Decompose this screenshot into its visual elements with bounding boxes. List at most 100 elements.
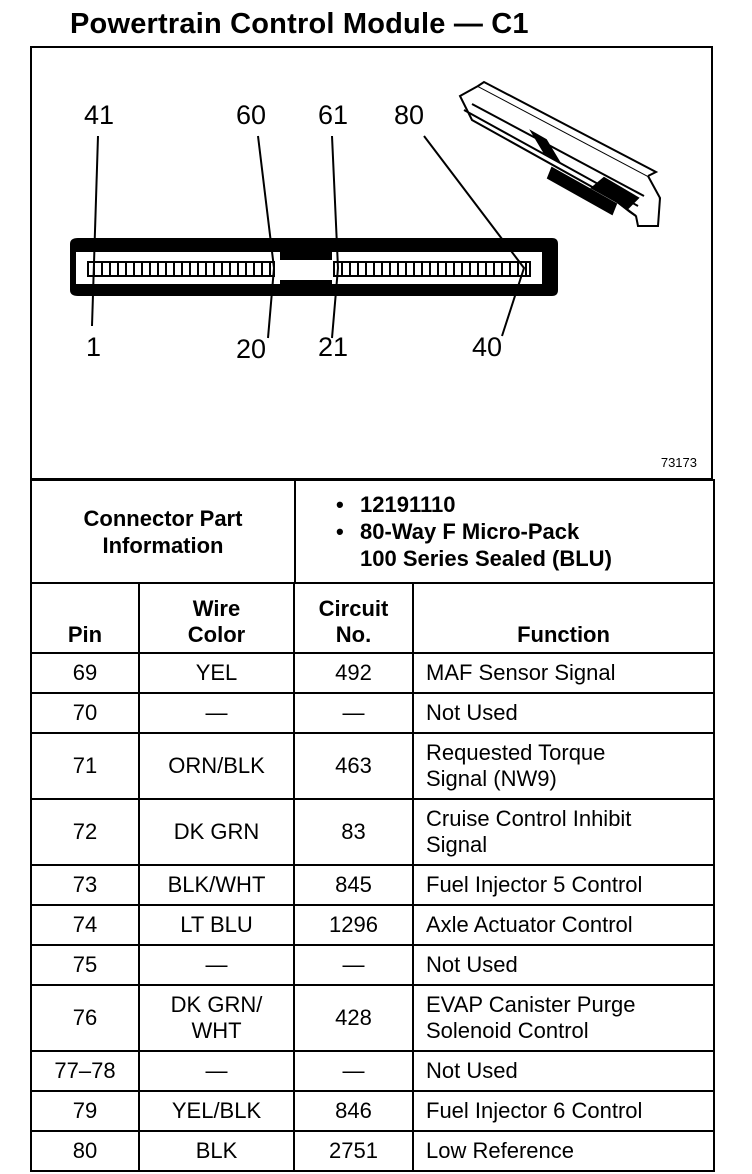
connector-info-label-line2: Information [102,532,224,558]
pin-label-20: 20 [236,334,267,364]
cell-pin: 75 [30,944,140,986]
connector-info-item: • 80-Way F Micro-Pack 100 Series Sealed … [336,518,703,572]
cell-circuit: 492 [293,652,414,694]
header-circuit-line1: Circuit [318,596,389,621]
header-pin: Pin [30,582,140,654]
cell-wire-color-line1: — [205,1058,228,1083]
header-wire-color-line2: Color [187,622,246,647]
figure-number: 73173 [660,455,697,470]
cell-function: Fuel Injector 5 Control [412,864,715,906]
cell-wire-color: BLK/WHT [138,864,295,906]
pin-label-40: 40 [472,332,503,362]
header-wire-color: Wire Color [138,582,295,654]
cell-pin: 73 [30,864,140,906]
cell-pin: 72 [30,798,140,866]
cell-circuit: — [293,944,414,986]
cell-pin: 79 [30,1090,140,1132]
cell-circuit: 846 [293,1090,414,1132]
cell-function-line1: Requested Torque [426,740,606,765]
table-row: 70 — — Not Used [30,692,715,734]
pin-label-1: 1 [86,332,102,362]
header-wire-color-line1: Wire [192,596,241,621]
connector-diagram: 41 60 61 80 1 20 21 40 73173 [30,46,713,480]
cell-function: Axle Actuator Control [412,904,715,946]
cell-pin: 80 [30,1130,140,1172]
pin-label-60: 60 [236,100,267,130]
cell-wire-color-line1: BLK [195,1138,238,1163]
cell-circuit: 463 [293,732,414,800]
cell-circuit: — [293,692,414,734]
cell-pin: 70 [30,692,140,734]
cell-wire-color-line1: YEL [195,660,238,685]
table-row: 80 BLK 2751 Low Reference [30,1130,715,1172]
pin-label-61: 61 [318,100,349,130]
cell-circuit: 428 [293,984,414,1052]
cell-function: MAF Sensor Signal [412,652,715,694]
cell-wire-color-line2: WHT [191,1018,242,1043]
cell-function-line1: MAF Sensor Signal [426,660,616,685]
cell-function-line1: Cruise Control Inhibit [426,806,632,831]
cell-wire-color: ORN/BLK [138,732,295,800]
cell-function: Not Used [412,944,715,986]
connector-drawing [70,80,662,339]
cell-function-line1: Axle Actuator Control [426,912,633,937]
connector-part-number: 12191110 [360,492,456,517]
leader-80-40 [423,135,526,337]
cell-wire-color: — [138,692,295,734]
connector-right-cap [544,238,558,296]
cell-function-line1: Low Reference [426,1138,574,1163]
leader-41-1 [91,135,99,327]
cell-wire-color-line1: ORN/BLK [168,753,265,778]
connector-info-table: Connector Part Information • 12191110 • … [30,479,715,584]
cell-wire-color: — [138,944,295,986]
cell-function-line2: Signal (NW9) [426,766,557,791]
cell-circuit: 83 [293,798,414,866]
connector-info-label: Connector Part Information [30,479,296,584]
cell-circuit: 845 [293,864,414,906]
table-row: 77–78——Not Used [30,1050,715,1092]
cell-wire-color: — [138,1050,295,1092]
cell-circuit: — [293,1050,414,1092]
connector-type: 80-Way F Micro-Pack [360,519,580,544]
cell-wire-color-line1: DK GRN/ [170,992,263,1017]
pin-table-header: Pin Wire Color Circuit No. Function [30,582,715,654]
cell-function-line1: Not Used [426,700,518,725]
cell-function-line1: Fuel Injector 5 Control [426,872,643,897]
cell-function-line2: Solenoid Control [426,1018,589,1043]
connector-info-list: • 12191110 • 80-Way F Micro-Pack 100 Ser… [294,479,715,584]
leader-60-20 [257,135,276,339]
cell-wire-color-line1: YEL/BLK [171,1098,262,1123]
cell-function: Not Used [412,1050,715,1092]
cell-wire-color: DK GRN [138,798,295,866]
cell-pin: 71 [30,732,140,800]
header-function: Function [412,582,715,654]
table-row: 79 YEL/BLK 846 Fuel Injector 6 Control [30,1090,715,1132]
cell-wire-color-line1: — [205,700,228,725]
table-row: 75——Not Used [30,944,715,986]
cell-wire-color: LT BLU [138,904,295,946]
header-circuit-line2: No. [335,622,372,647]
cell-function: Not Used [412,692,715,734]
cell-wire-color: BLK [138,1130,295,1172]
cell-function-line1: Fuel Injector 6 Control [426,1098,643,1123]
cell-wire-color: YEL/BLK [138,1090,295,1132]
leader-61-21 [331,135,340,339]
cell-wire-color: DK GRN/WHT [138,984,295,1052]
cell-function: Fuel Injector 6 Control [412,1090,715,1132]
cell-wire-color-line1: LT BLU [180,912,253,937]
bullet-icon: • [336,492,344,517]
pin-label-21: 21 [318,332,349,362]
cell-circuit: 2751 [293,1130,414,1172]
cell-function-line1: EVAP Canister Purge [426,992,636,1017]
cell-function-line1: Not Used [426,1058,518,1083]
connector-3d-icon [458,80,662,227]
pin-label-80: 80 [394,100,425,130]
connector-info-label-line1: Connector Part [83,505,243,531]
